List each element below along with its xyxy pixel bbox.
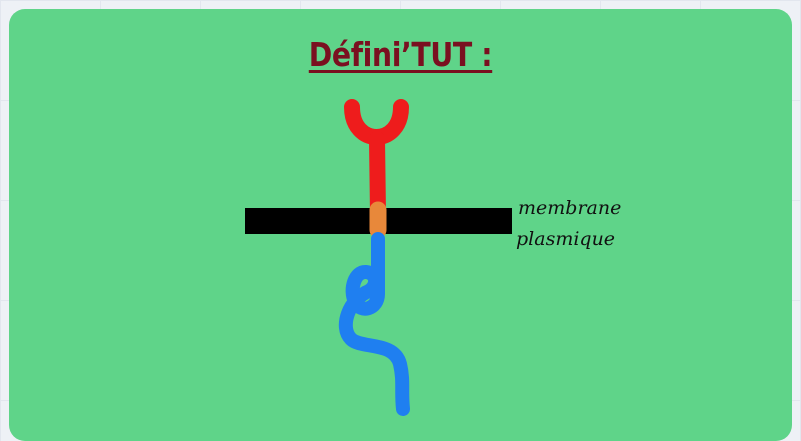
intracellular-domain xyxy=(346,239,403,409)
membrane-label-line2: plasmique xyxy=(516,228,615,250)
receptor-diagram: membrane plasmique xyxy=(9,9,792,441)
definition-card: Défini’TUT : membrane plasmique xyxy=(9,9,792,441)
membrane-label-line1: membrane xyxy=(518,197,621,219)
